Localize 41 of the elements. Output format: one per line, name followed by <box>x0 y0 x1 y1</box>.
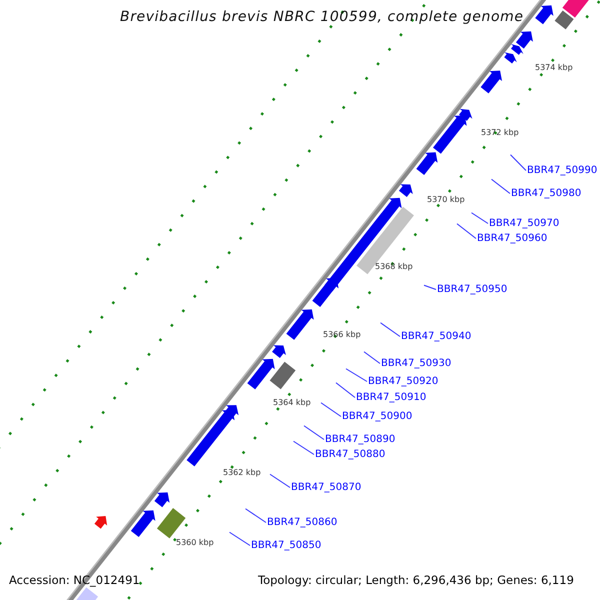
tick-label: 5362 kbp <box>223 468 261 478</box>
tick-label: 5372 kbp <box>481 128 519 138</box>
leader-line <box>229 532 250 546</box>
gene-label: BBR47_50960 <box>477 232 548 245</box>
tick-label: 5360 kbp <box>176 538 214 548</box>
leader-line <box>510 154 526 171</box>
info-text: Topology: circular; Length: 6,296,436 bp; Genes: 6,119 <box>258 573 574 588</box>
gene-label: BBR47_50860 <box>267 516 338 529</box>
gene-label: BBR47_50850 <box>251 539 322 552</box>
gene-label: BBR47_50920 <box>368 375 438 388</box>
gene-label: BBR47_50970 <box>489 217 560 230</box>
tick-label: 5368 kbp <box>375 262 413 272</box>
gene-label: BBR47_50870 <box>291 481 362 494</box>
gene-label: BBR47_50930 <box>381 357 452 370</box>
gene-label: BBR47_50900 <box>342 410 412 423</box>
leader-line <box>491 178 510 194</box>
leader-line <box>456 223 476 239</box>
leader-line <box>471 212 488 224</box>
tick-label: 5366 kbp <box>323 330 361 340</box>
gene-label: BBR47_50890 <box>325 433 396 446</box>
info-text: Accession: NC_012491 <box>9 573 140 588</box>
leader-line <box>293 440 314 455</box>
leader-line <box>364 351 380 364</box>
leader-line <box>320 402 342 417</box>
gene-label: BBR47_50990 <box>527 164 598 177</box>
leader-line <box>270 474 290 488</box>
gene-label: BBR47_50980 <box>511 187 582 200</box>
tick-label: 5374 kbp <box>535 63 573 73</box>
leader-line <box>346 368 368 382</box>
leader-line <box>304 425 324 440</box>
leader-line <box>380 322 400 337</box>
leader-line <box>424 284 436 290</box>
tick-label: 5370 kbp <box>427 195 465 205</box>
tick-label: 5364 kbp <box>273 398 311 408</box>
leader-line <box>336 382 356 398</box>
gene-label: BBR47_50910 <box>356 391 426 404</box>
gene-label: BBR47_50880 <box>315 448 386 461</box>
gene-label: BBR47_50950 <box>437 283 508 296</box>
leader-line <box>245 508 266 523</box>
gene-label: BBR47_50940 <box>401 330 472 343</box>
title: Brevibacillus brevis NBRC 100599, complete genome <box>120 9 524 25</box>
